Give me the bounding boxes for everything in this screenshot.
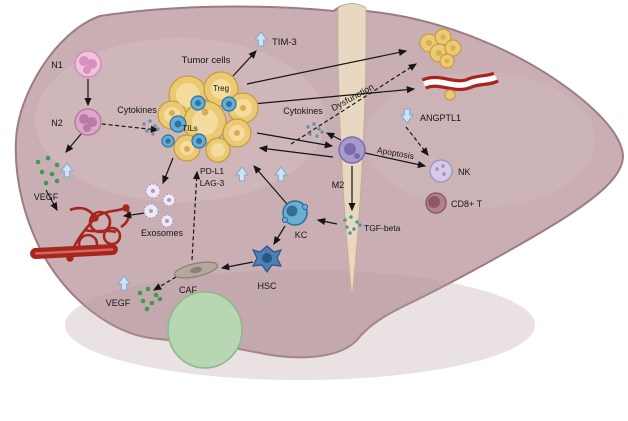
n1-cell: [74, 50, 102, 78]
pd-l1-label: PD-L1: [200, 166, 224, 176]
arrow-tumor-cluster: [246, 48, 408, 85]
cd8-t-label: CD8+ T: [451, 199, 483, 209]
caf-label: CAF: [179, 285, 198, 295]
tumor-cell-cluster: [157, 71, 259, 163]
tgf-beta-label: TGF-beta: [364, 223, 401, 233]
cd8-t-cell: [425, 192, 447, 214]
arrow-n2-vegf: [65, 133, 82, 153]
metastatic-tumor-cluster: [419, 28, 462, 69]
hsc-label: HSC: [257, 281, 277, 291]
arrow-caf-vegf: [152, 276, 177, 291]
arrow-angptl1-nk: [405, 126, 429, 156]
liver-lower-shade: [65, 270, 535, 380]
cytokines-right-label: Cytokines: [283, 106, 323, 116]
vegf-left-particles: [35, 155, 60, 186]
caf-cell: [173, 261, 219, 279]
cytokines-right-particles: [306, 122, 324, 138]
arrow-kc-hsc: [273, 225, 286, 246]
tumor-cells-label: Tumor cells: [182, 55, 231, 66]
kc-cell: [281, 200, 309, 226]
arrow-exosomes-vessel: [122, 211, 146, 219]
til-cells: [161, 95, 237, 149]
arrows: [45, 48, 429, 291]
n2-cell: [74, 108, 102, 136]
arrow-tumor-vessel-right: [252, 86, 416, 105]
m2-cell: [338, 136, 366, 164]
tils-label: TILs: [182, 124, 198, 133]
arrow-apoptosis: [364, 152, 427, 168]
arrow-m2-cytokines: [325, 132, 342, 141]
m2-label: M2: [332, 180, 345, 190]
arrow-caf-tumor: [191, 170, 201, 261]
arrow-tumor-exosomes: [162, 157, 174, 185]
angptl1-label: ANGPTL1: [420, 113, 461, 123]
cytokines-left-label: Cytokines: [117, 105, 157, 115]
vegf-bottom-label: VEGF: [106, 298, 131, 308]
n1-label: N1: [51, 60, 63, 70]
n2-label: N2: [51, 118, 63, 128]
arrow-n2-tumor: [101, 123, 160, 133]
liver-shape: [14, 3, 625, 380]
gallbladder: [167, 291, 243, 369]
vegf-bottom-particles: [137, 286, 163, 312]
exosome-vesicles: [143, 183, 176, 228]
tgf-beta-particles: [343, 215, 362, 235]
angiogenic-vessel-network: [66, 204, 131, 262]
arrow-hsc-caf: [220, 261, 254, 271]
arrow-tgf-kc: [316, 217, 338, 226]
striped-blood-vessel: [421, 71, 499, 101]
arrow-dysfunction: [290, 63, 418, 145]
nk-label: NK: [458, 167, 471, 177]
arrow-kc-tumor: [253, 165, 288, 205]
vessel-segment: [30, 243, 118, 260]
nk-cell: [429, 159, 453, 183]
arrow-tumor-tim3: [232, 50, 257, 77]
lag-3-label: LAG-3: [200, 178, 225, 188]
arrow-vegf-vessel: [45, 189, 58, 212]
treg-label: Treg: [213, 84, 229, 93]
cytokines-left-particles: [142, 119, 160, 136]
liver-highlight-right: [365, 72, 595, 208]
exosomes-label: Exosomes: [141, 228, 184, 238]
tim-3-label: TIM-3: [272, 37, 297, 48]
kc-label: KC: [295, 230, 308, 240]
arrow-m2-tumor: [258, 145, 334, 158]
vegf-left-label: VEGF: [34, 192, 59, 202]
arrow-tumor-m2: [256, 132, 334, 149]
hsc-cell: [251, 245, 283, 274]
